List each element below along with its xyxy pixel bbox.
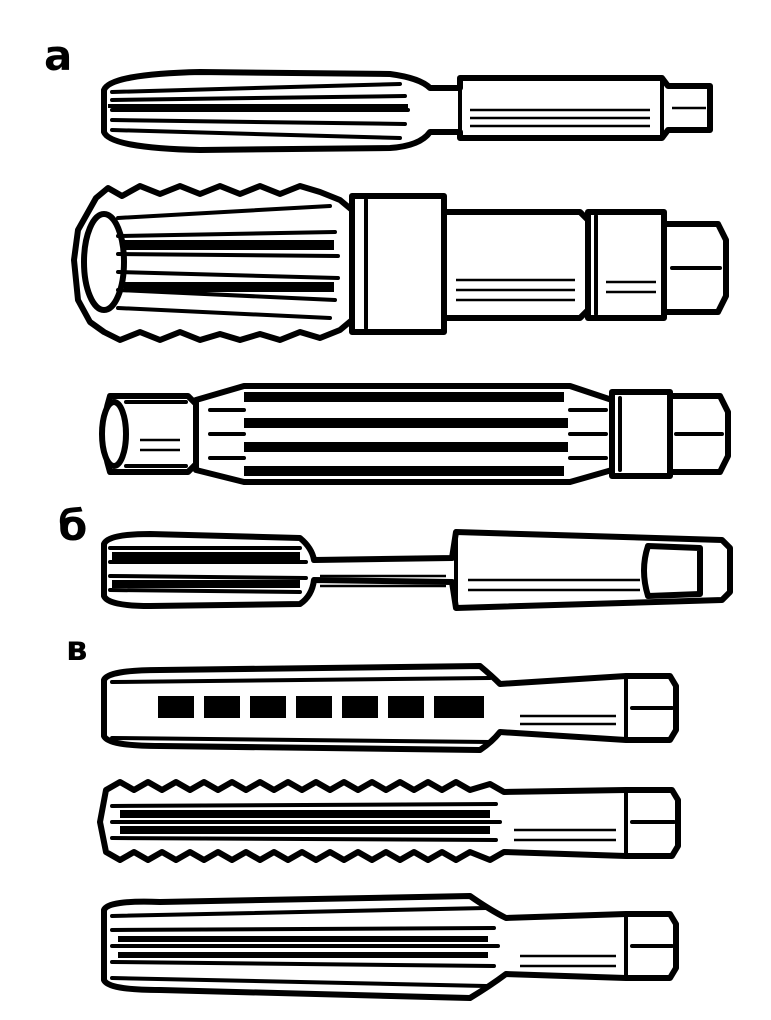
tool-a1-fluted-shaft	[101, 69, 713, 153]
tool-b-taper-reamer	[101, 529, 733, 611]
tool-v3-taper-tap	[101, 893, 679, 1001]
tool-a2-gear-shaft	[71, 183, 729, 343]
tool-a3-spline-shaft	[99, 383, 731, 485]
label-v: в	[66, 629, 88, 669]
tool-v1-flat-tap	[101, 663, 679, 753]
label-b: б	[58, 501, 87, 550]
label-a: а	[44, 31, 72, 80]
tool-v2-serrated-tap	[97, 779, 681, 863]
